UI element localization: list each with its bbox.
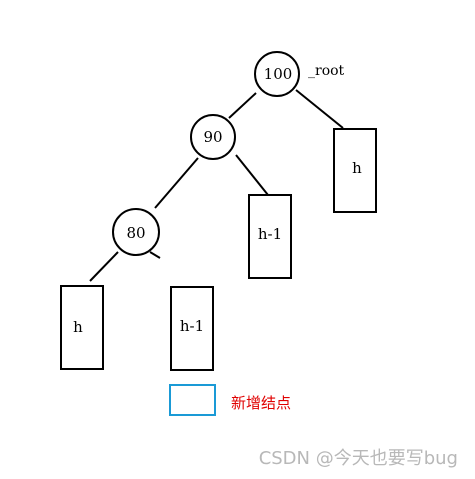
node-90 bbox=[190, 114, 236, 160]
node-100 bbox=[254, 51, 300, 97]
root-label: _root bbox=[308, 63, 345, 79]
subtree-root-right-label: h bbox=[352, 159, 362, 177]
node-80 bbox=[112, 208, 160, 256]
edge-100-to-right-subtree bbox=[295, 89, 344, 129]
subtree-80-right bbox=[170, 286, 214, 371]
subtree-80-right-label: h-1 bbox=[180, 317, 204, 335]
subtree-80-left-label: h bbox=[73, 318, 83, 336]
subtree-90-right bbox=[248, 194, 292, 279]
edge-80-to-right-subtree bbox=[149, 251, 161, 259]
edge-90-to-right-subtree bbox=[235, 154, 269, 196]
edge-100-to-90 bbox=[228, 92, 257, 119]
new-node-legend-box bbox=[169, 384, 216, 416]
node-90-value: 90 bbox=[203, 128, 222, 146]
node-100-value: 100 bbox=[264, 65, 293, 83]
subtree-root-right bbox=[333, 128, 377, 213]
csdn-watermark: CSDN @今天也要写bug bbox=[259, 448, 458, 469]
edge-90-to-80 bbox=[154, 157, 199, 209]
new-node-legend-label: 新增结点 bbox=[231, 394, 291, 412]
node-80-value: 80 bbox=[126, 224, 145, 242]
subtree-90-right-label: h-1 bbox=[258, 225, 282, 243]
subtree-80-left bbox=[60, 285, 104, 370]
edge-80-to-left-subtree bbox=[89, 251, 119, 282]
